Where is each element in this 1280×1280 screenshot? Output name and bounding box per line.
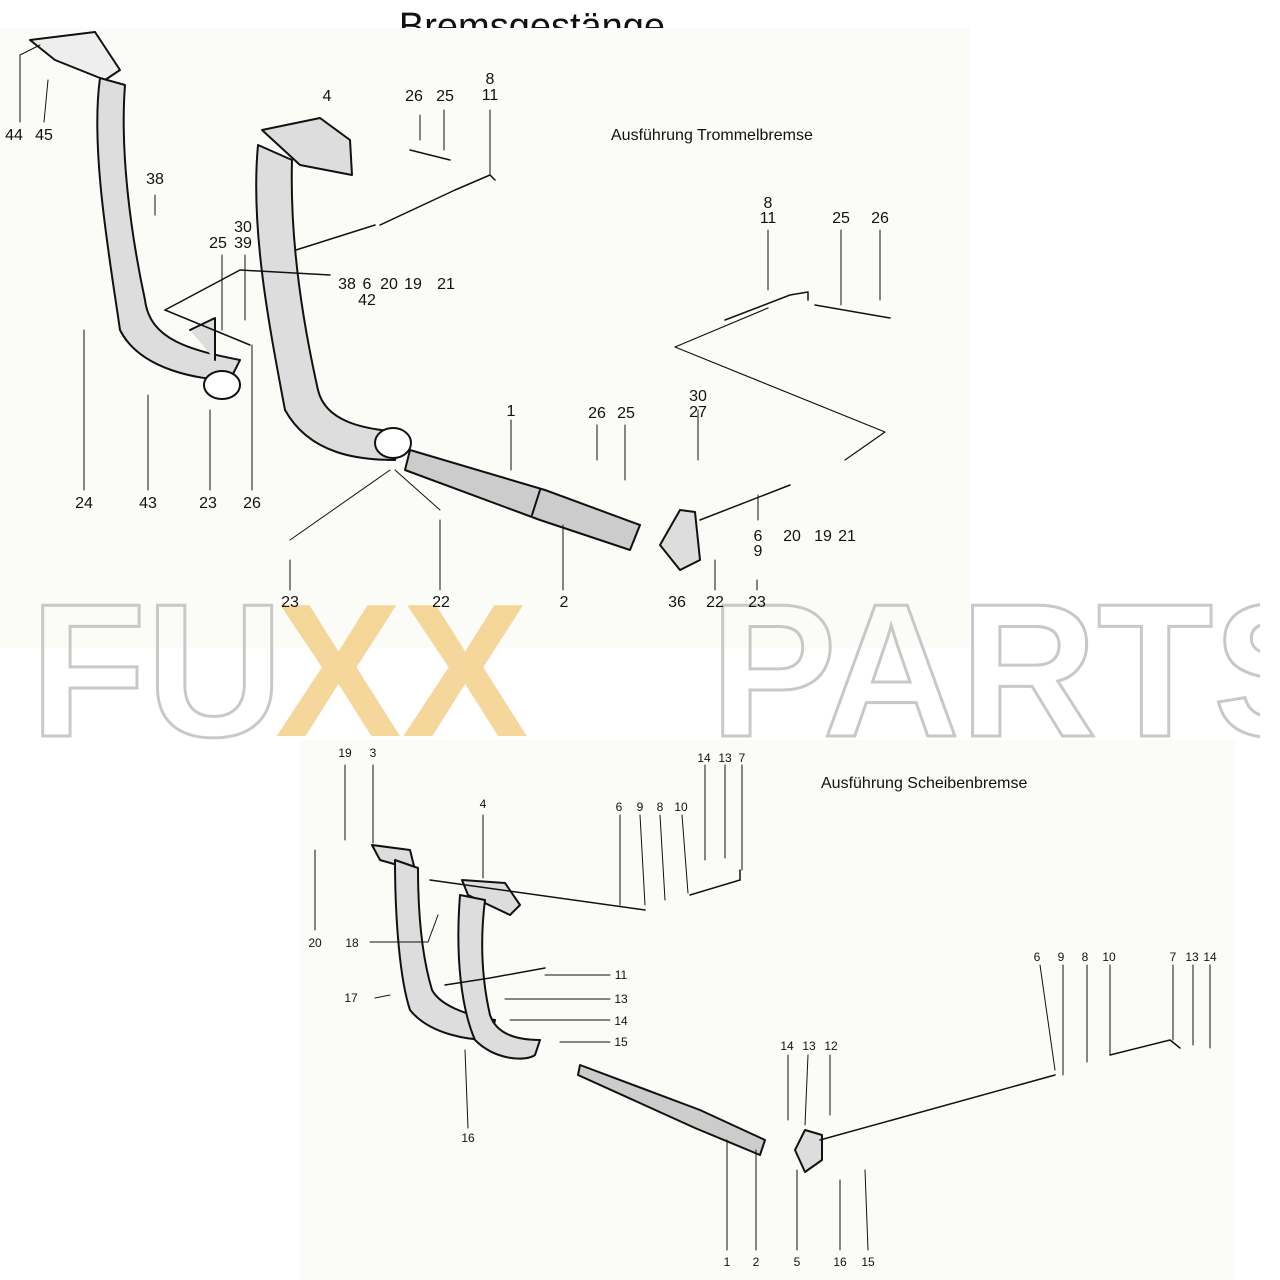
callout: 13 (1185, 950, 1199, 964)
callout: 14 (1203, 950, 1217, 964)
callout: 18 (345, 936, 359, 950)
callout: 36 (668, 594, 686, 611)
callout: 11 (759, 210, 777, 227)
callout: 1 (723, 1255, 731, 1269)
watermark-parts: PARTS (710, 588, 1260, 748)
pedal-4 (255, 117, 412, 461)
callout: 30 (689, 388, 707, 405)
callout: 19 (404, 276, 422, 293)
callout: 13 (614, 992, 628, 1006)
fuxxparts-watermark: FU XX PARTS (30, 588, 1260, 748)
callout: 8 (1081, 950, 1089, 964)
callout: 24 (75, 495, 93, 512)
callout: 25 (209, 235, 227, 252)
watermark-xx: XX (275, 588, 528, 748)
shaft-1-disc (577, 1064, 766, 1156)
callout: 19 (338, 746, 352, 760)
callout: 20 (783, 528, 801, 545)
callout: 20 (380, 276, 398, 293)
callout: 4 (322, 88, 332, 105)
callout: 9 (1057, 950, 1065, 964)
callout: 6 (615, 800, 623, 814)
callout: 21 (838, 528, 856, 545)
callout: 16 (461, 1131, 475, 1145)
callout: 19 (814, 528, 832, 545)
callout: 7 (738, 751, 746, 765)
disc-heading: Ausführung Scheibenbremse (821, 775, 1028, 792)
callout: 23 (748, 594, 766, 611)
callout: 17 (344, 991, 358, 1005)
callout: 3 (369, 746, 377, 760)
callout: 4 (479, 797, 487, 811)
callout: 14 (780, 1039, 794, 1053)
callout: 11 (481, 87, 499, 104)
callout: 9 (753, 543, 763, 560)
callout: 26 (871, 210, 889, 227)
callout: 10 (1102, 950, 1116, 964)
callout: 30 (234, 219, 252, 236)
drum-heading: Ausführung Trommelbremse (611, 127, 813, 144)
callout: 13 (802, 1039, 816, 1053)
callout: 43 (139, 495, 157, 512)
callout: 2 (752, 1255, 760, 1269)
callout: 15 (614, 1035, 628, 1049)
callout: 16 (833, 1255, 847, 1269)
callout: 25 (436, 88, 454, 105)
callout: 10 (674, 800, 688, 814)
callout: 14 (614, 1014, 628, 1028)
callout: 22 (706, 594, 724, 611)
detail-frame (674, 307, 886, 461)
callout: 26 (243, 495, 261, 512)
callout: 14 (697, 751, 711, 765)
shaft-1 (404, 449, 641, 551)
callout: 27 (689, 404, 707, 421)
rods-bottom (429, 869, 1181, 1141)
callout: 9 (636, 800, 644, 814)
callout: 13 (718, 751, 732, 765)
pedal-4-disc (457, 879, 541, 1060)
callout: 38 (146, 171, 164, 188)
watermark-fu: FU (30, 588, 283, 748)
callout: 1 (506, 403, 516, 420)
callout: 45 (35, 127, 53, 144)
callout: 6 (362, 276, 372, 293)
callout: 21 (437, 276, 455, 293)
callout: 23 (199, 495, 217, 512)
callout: 25 (832, 210, 850, 227)
lever-5 (794, 1129, 823, 1173)
callout: 39 (234, 235, 252, 252)
callout: 8 (485, 71, 495, 88)
leader-lines-top (19, 44, 881, 591)
callout: 26 (405, 88, 423, 105)
callout: 23 (281, 594, 299, 611)
rods-top (164, 149, 891, 521)
pedal-43 (29, 31, 241, 400)
callout: 25 (617, 405, 635, 422)
callout: 8 (763, 195, 773, 212)
callout: 8 (656, 800, 664, 814)
callout: 26 (588, 405, 606, 422)
callout: 2 (559, 594, 569, 611)
callout: 44 (5, 127, 23, 144)
callout: 42 (358, 292, 376, 309)
callout: 20 (308, 936, 322, 950)
callout: 22 (432, 594, 450, 611)
callout: 38 (338, 276, 356, 293)
leader-lines-bottom (314, 764, 1211, 1251)
callout: 11 (614, 968, 628, 982)
callout: 15 (861, 1255, 875, 1269)
lever-36 (659, 509, 701, 571)
callout: 5 (793, 1255, 801, 1269)
callout: 6 (753, 528, 763, 545)
callout: 6 (1033, 950, 1041, 964)
callout: 12 (824, 1039, 838, 1053)
callout: 7 (1169, 950, 1177, 964)
